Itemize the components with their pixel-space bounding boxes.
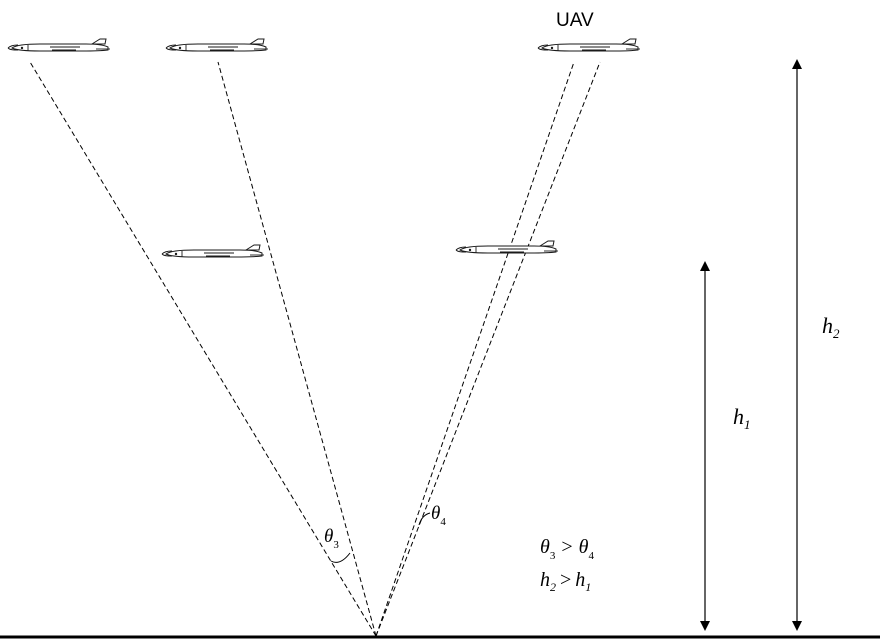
sight-line-right-outer xyxy=(375,61,601,637)
uav-label: UAV xyxy=(556,10,594,31)
theta3-label: θ3 xyxy=(324,526,339,551)
uav-icon xyxy=(161,244,265,258)
theta3-arc xyxy=(330,552,351,563)
theta4-label: θ4 xyxy=(431,503,446,528)
h2-label: h2 xyxy=(822,313,840,341)
sight-lines xyxy=(29,61,601,637)
sight-line-left-high xyxy=(29,61,377,637)
sight-line-left-low xyxy=(217,61,377,637)
theta4-leader xyxy=(418,512,431,526)
uav-icon xyxy=(537,38,641,52)
angle-relation: θ3>θ4 xyxy=(540,536,594,562)
height-relation: h2>h1 xyxy=(540,569,591,594)
uav-icon xyxy=(455,240,559,254)
h1-label: h1 xyxy=(733,404,751,432)
uav-icon xyxy=(165,38,269,52)
sight-line-right-inner xyxy=(375,61,575,637)
uav-icon xyxy=(7,38,111,52)
